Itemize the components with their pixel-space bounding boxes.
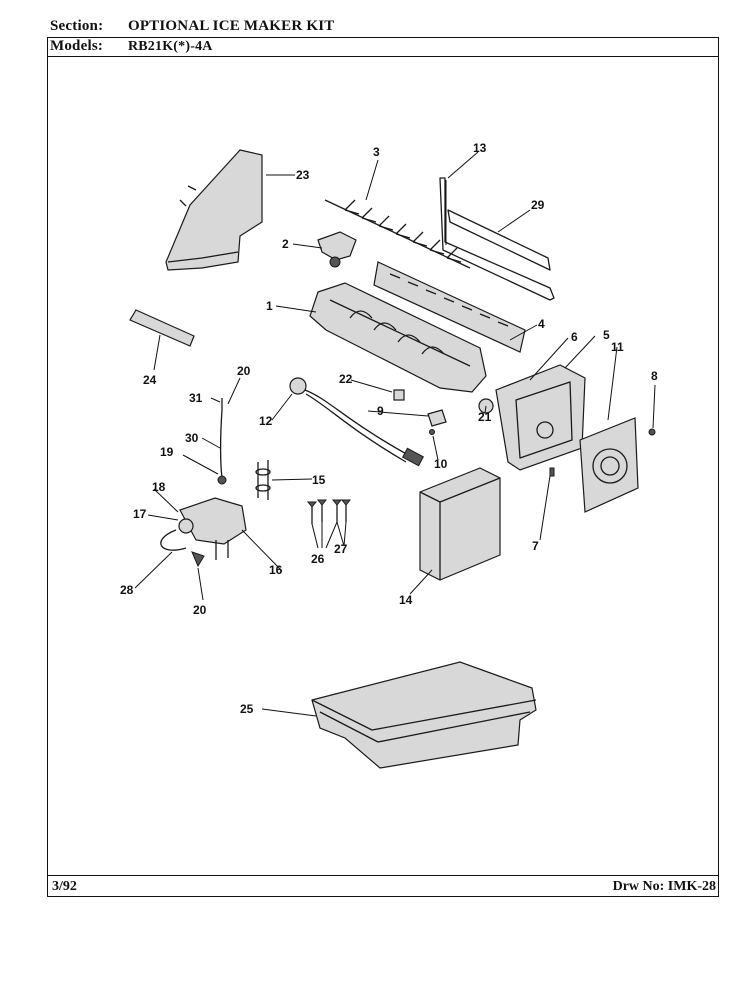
callout-12: 12 — [259, 414, 273, 428]
part-12-thermostat — [289, 377, 424, 467]
callout-17: 17 — [133, 507, 147, 521]
callout-19: 19 — [160, 445, 174, 459]
callout-25: 25 — [240, 702, 254, 716]
callout-18: 18 — [152, 480, 166, 494]
callout-28: 28 — [120, 583, 134, 597]
callout-15: 15 — [312, 473, 326, 487]
section-row: Section: OPTIONAL ICE MAKER KIT — [50, 18, 334, 35]
models-value: RB21K(*)-4A — [127, 39, 213, 54]
part-24-tube — [129, 309, 195, 347]
callout-labels: 23 3 13 29 2 1 4 24 5 6 11 8 22 9 10 21 … — [120, 141, 658, 716]
callout-30: 30 — [185, 431, 199, 445]
callout-20-top: 20 — [237, 364, 251, 378]
callout-6: 6 — [571, 330, 578, 344]
part-1-mold — [309, 282, 487, 393]
leader-lines — [134, 151, 656, 717]
callout-5: 5 — [603, 328, 610, 342]
part-16-valve — [160, 497, 247, 568]
part-8 — [648, 428, 656, 436]
part-15-clamp — [255, 460, 271, 500]
callout-16: 16 — [269, 563, 283, 577]
models-label: Models: — [50, 38, 104, 54]
callout-8: 8 — [651, 369, 658, 383]
part-30-hose — [217, 398, 227, 485]
callout-23: 23 — [296, 168, 310, 182]
part-9 — [427, 409, 447, 427]
part-23-chute — [165, 149, 263, 271]
callout-9: 9 — [377, 404, 384, 418]
callout-29: 29 — [531, 198, 545, 212]
section-label: Section: — [50, 18, 104, 34]
section-title: OPTIONAL ICE MAKER KIT — [127, 18, 335, 34]
callout-24: 24 — [143, 373, 157, 387]
part-10 — [429, 429, 435, 435]
callout-26: 26 — [311, 552, 325, 566]
small-parts — [393, 389, 656, 477]
part-11-motor — [579, 417, 639, 513]
footer-date: 3/92 — [52, 879, 77, 894]
diagram-frame — [47, 37, 719, 897]
callout-22: 22 — [339, 372, 353, 386]
models-row: Models: RB21K(*)-4A — [50, 38, 213, 55]
callout-3: 3 — [373, 145, 380, 159]
part-14-box — [419, 467, 501, 581]
part-5-housing — [495, 364, 586, 471]
callout-27: 27 — [334, 542, 348, 556]
part-2-bearing — [317, 231, 357, 268]
callout-1: 1 — [266, 299, 273, 313]
part-25-ice-bin — [311, 661, 537, 769]
part-3-ejector — [324, 199, 471, 269]
part-4-stripper — [373, 261, 526, 353]
callout-13: 13 — [473, 141, 487, 155]
part-22 — [393, 389, 405, 401]
footer-drawing-number: Drw No: IMK-28 — [612, 879, 716, 894]
callout-14: 14 — [399, 593, 413, 607]
header-divider — [47, 56, 719, 57]
parts-26-27-screws — [306, 499, 352, 524]
callout-7: 7 — [532, 539, 539, 553]
callout-20-bottom: 20 — [193, 603, 207, 617]
callout-11: 11 — [611, 340, 624, 354]
callout-31: 31 — [189, 391, 203, 405]
footer-divider — [47, 875, 719, 876]
callout-4: 4 — [538, 317, 545, 331]
part-7 — [549, 467, 555, 477]
callout-2: 2 — [282, 237, 289, 251]
part-29-shield — [439, 177, 555, 301]
callout-21: 21 — [478, 410, 492, 424]
callout-10: 10 — [434, 457, 448, 471]
